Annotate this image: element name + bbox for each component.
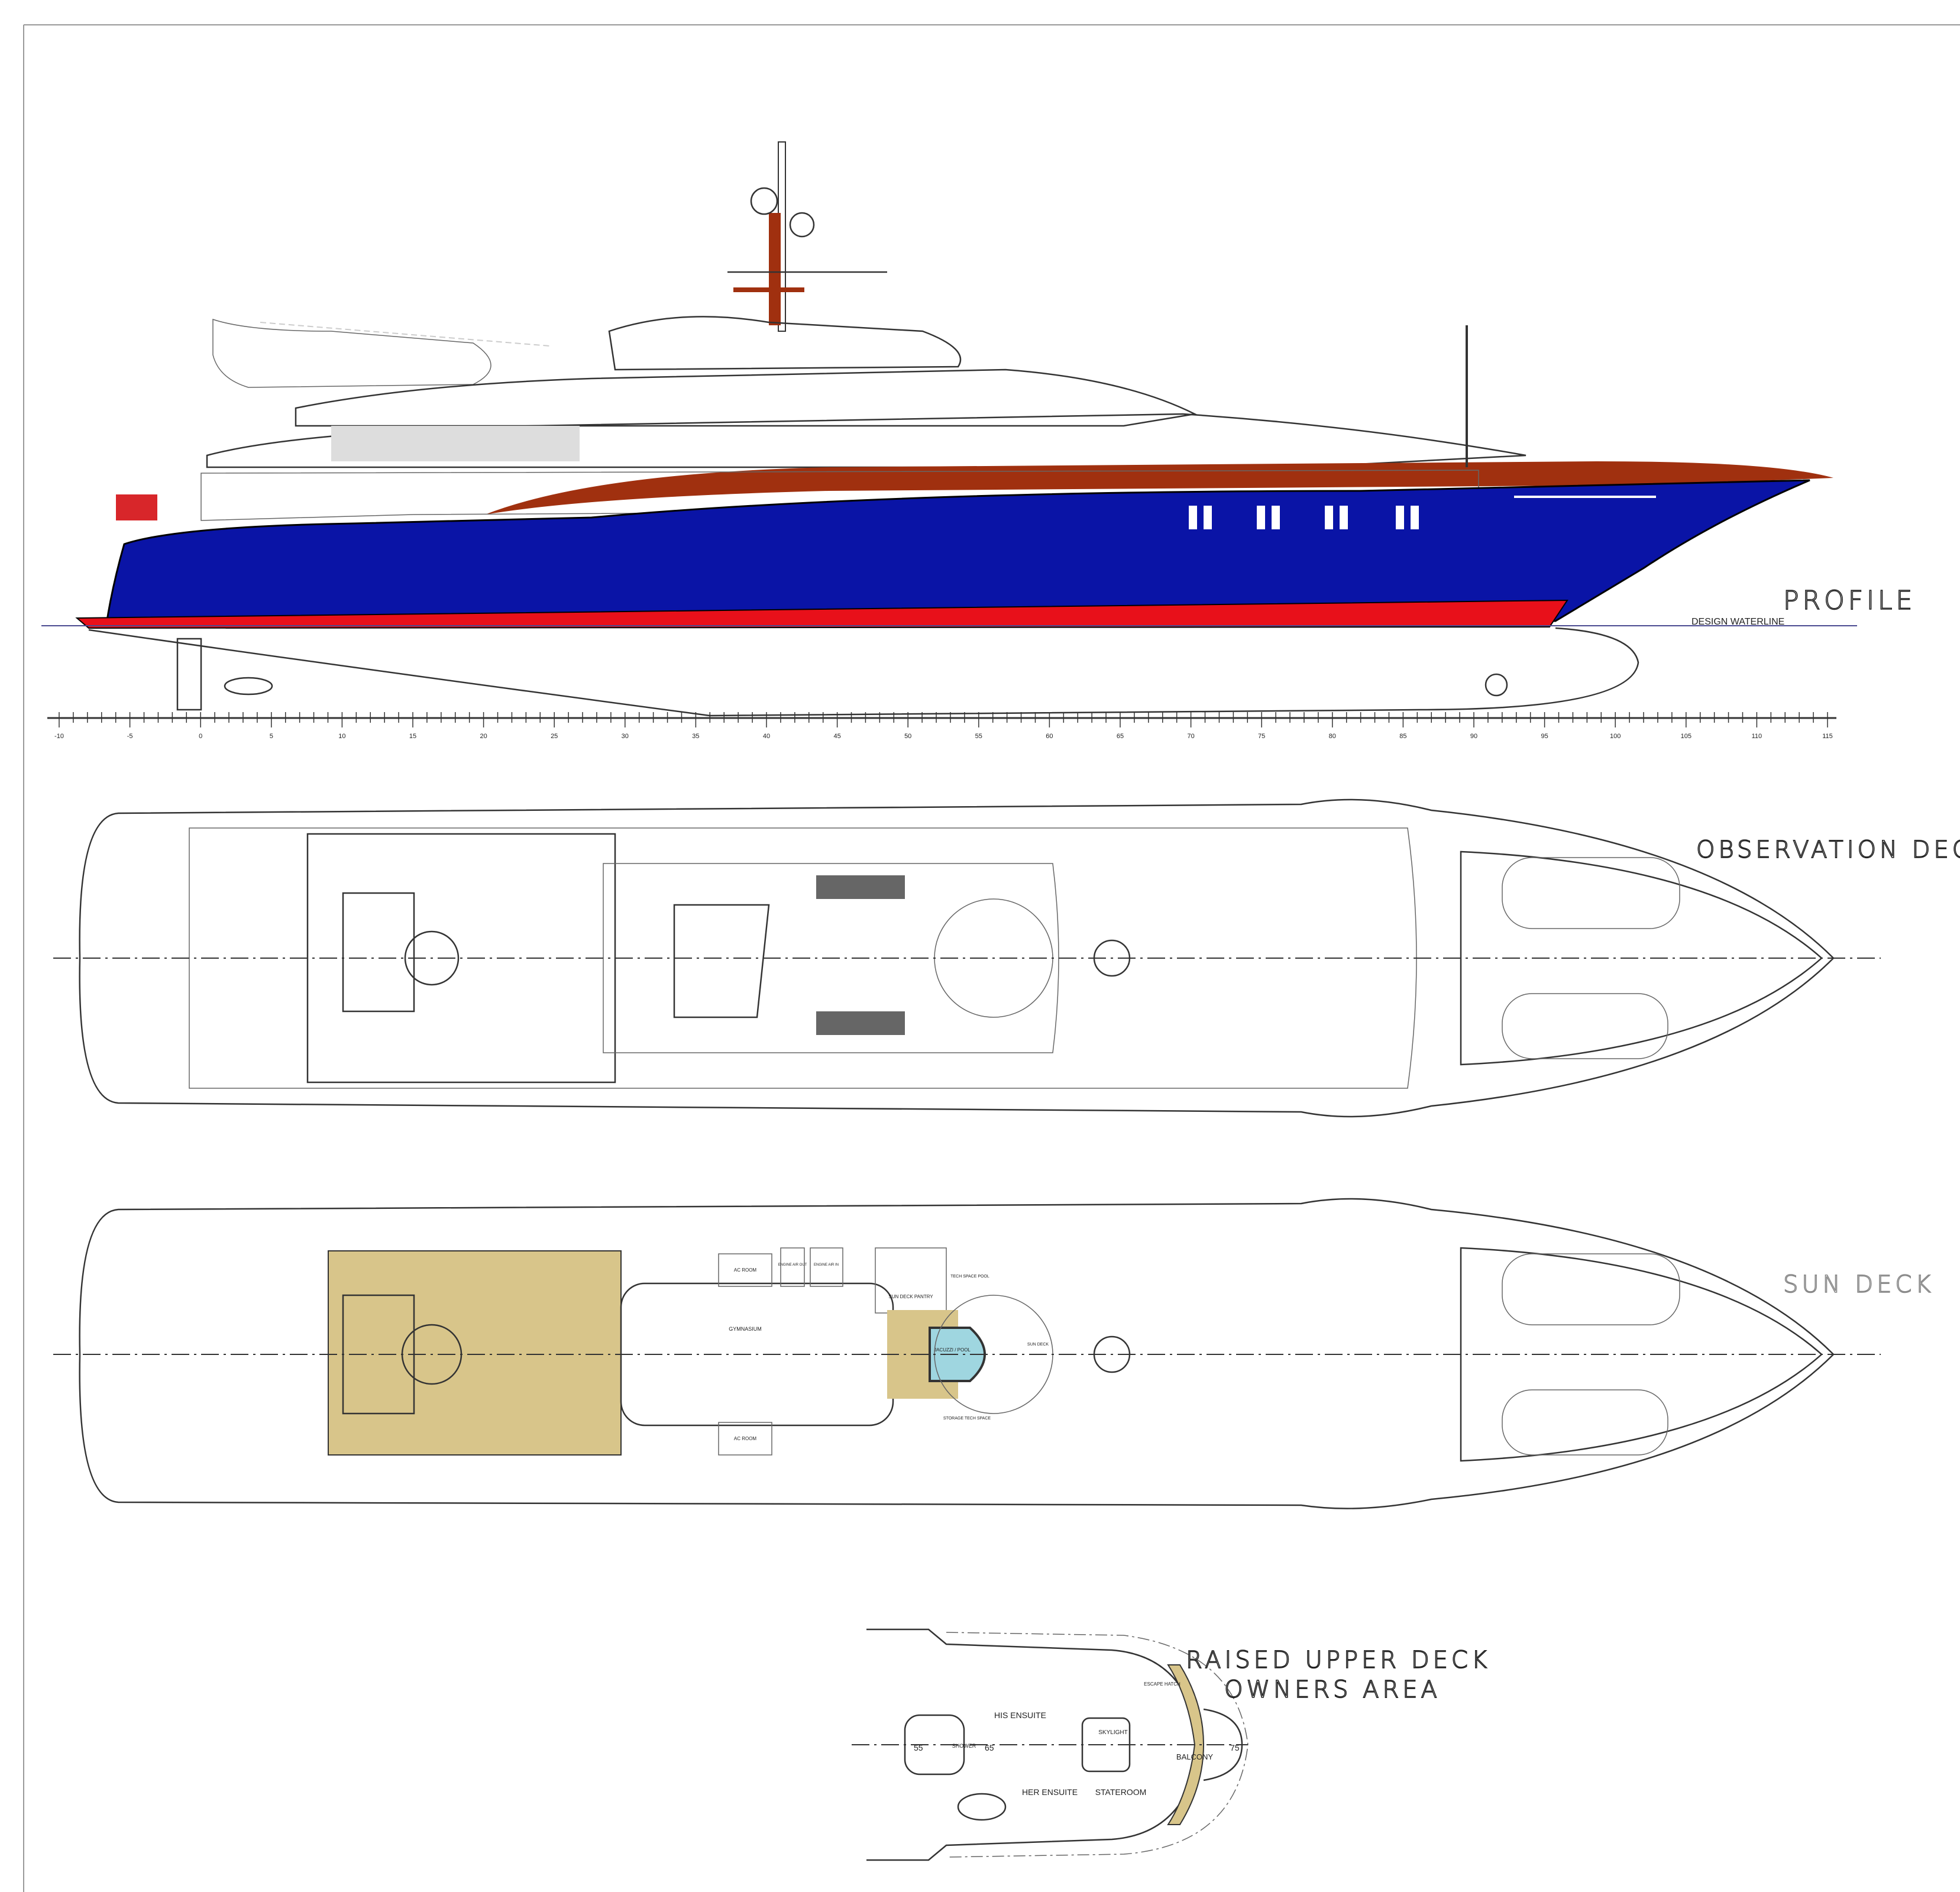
tender xyxy=(1502,857,1680,929)
sunpad xyxy=(816,875,905,899)
frame-label: 75 xyxy=(1230,1743,1240,1752)
bridge-deck xyxy=(295,368,1197,427)
ac-room xyxy=(718,1422,772,1456)
aft-teak-deck xyxy=(328,1250,622,1456)
observation-deck-title: OBSERVATION DECK xyxy=(1696,836,1960,863)
sun-deck-view: GYMNASIUM AC ROOM AC ROOM ENGINE AIR OUT… xyxy=(53,1198,1935,1509)
frame-scale-label: 110 xyxy=(1752,733,1762,740)
design-waterline-label: DESIGN WATERLINE xyxy=(1691,617,1784,627)
ac-room xyxy=(718,1253,772,1287)
spa-tub xyxy=(404,930,460,986)
frame-scale: -10 -5 0 5 10 15 20 25 30 35 40 45 50 55 60 65 70 75 80 85 9… xyxy=(54,712,1833,740)
ensign-flag-icon xyxy=(116,494,157,520)
mast-base xyxy=(673,904,770,1018)
bow-thruster-icon xyxy=(1484,673,1508,697)
tender xyxy=(1502,993,1668,1059)
frame-scale-label: -10 xyxy=(54,733,64,740)
room-label-shower: SHOWER xyxy=(952,1743,976,1749)
frame-scale-label: 65 xyxy=(1117,733,1124,740)
frame-scale-label: 70 xyxy=(1187,733,1194,740)
frame-scale-label: 45 xyxy=(833,733,840,740)
upper-windows xyxy=(331,426,580,461)
observation-deck-inner xyxy=(189,827,1417,1089)
accent-stripe xyxy=(485,461,1833,515)
tender xyxy=(1502,1253,1680,1325)
room-label-pantry: SUN DECK PANTRY xyxy=(888,1294,933,1299)
owners-area-title: OWNERS AREA xyxy=(1224,1676,1441,1703)
frame-scale-label: 60 xyxy=(1046,733,1053,740)
room-label-engine-air-in: ENGINE AIR IN xyxy=(814,1263,839,1267)
rotor xyxy=(260,322,551,347)
engine-air-out xyxy=(780,1247,805,1287)
frame-scale-label: 90 xyxy=(1470,733,1477,740)
profile-view: DESIGN WATERLINE PROFILE -10 -5 0 5 10 15 20 25… xyxy=(41,141,1916,740)
frame-scale-label: 20 xyxy=(480,733,487,740)
balcony-teak xyxy=(1167,1664,1205,1825)
room-label-stateroom: STATEROOM xyxy=(1095,1787,1147,1797)
radar-mast xyxy=(727,141,887,332)
frame-scale-label: -5 xyxy=(127,733,133,740)
room-label-his-ensuite: HIS ENSUITE xyxy=(994,1710,1046,1720)
frame-scale-label: 75 xyxy=(1258,733,1265,740)
frame-scale-label: 10 xyxy=(338,733,345,740)
sun-deck-pantry xyxy=(875,1247,947,1314)
room-label-balcony: BALCONY xyxy=(1176,1752,1213,1761)
propeller-rudder xyxy=(176,638,273,711)
helicopter-outline xyxy=(212,318,491,388)
frame-scale-label: 80 xyxy=(1329,733,1336,740)
profile-title: PROFILE xyxy=(1783,586,1916,616)
frame-scale-label: 0 xyxy=(199,733,202,740)
observation-lounge xyxy=(603,863,1059,1053)
frame-scale-label: 50 xyxy=(904,733,911,740)
frame-scale-label: 115 xyxy=(1822,733,1833,740)
room-label-gym: GYMNASIUM xyxy=(729,1326,762,1332)
room-label-ac-room: AC ROOM xyxy=(734,1267,757,1273)
raised-upper-deck-view: HIS ENSUITE HER ENSUITE STATEROOM SKYLIG… xyxy=(852,1628,1490,1861)
room-label-sun-deck: SUN DECK xyxy=(1027,1343,1049,1347)
room-label-her-ensuite: HER ENSUITE xyxy=(1022,1787,1078,1797)
room-label-storage: STORAGE TECH SPACE xyxy=(943,1416,991,1421)
frame-scale-label: 85 xyxy=(1399,733,1406,740)
bathtub xyxy=(957,1793,1007,1821)
room-label-escape-hatch: ESCAPE HATCH xyxy=(1144,1681,1180,1687)
tender xyxy=(1502,1389,1668,1456)
frame-scale-label: 25 xyxy=(551,733,558,740)
engine-air-in xyxy=(810,1247,843,1287)
frame-scale-label: 5 xyxy=(270,733,273,740)
upper-deck xyxy=(206,413,1526,468)
sun-deck-title: SUN DECK xyxy=(1783,1271,1935,1298)
frame-scale-label: 95 xyxy=(1541,733,1548,740)
observation-deck-outline xyxy=(79,798,1835,1118)
sky-lounge xyxy=(608,316,962,371)
room-label-tech-pool: TECH SPACE POOL xyxy=(950,1275,989,1279)
room-label-ac-room: AC ROOM xyxy=(734,1436,757,1441)
frame-label: 65 xyxy=(985,1743,994,1752)
sunpad xyxy=(816,1011,905,1035)
helipad-hatch xyxy=(342,892,415,1013)
raised-upper-deck-title: RAISED UPPER DECK xyxy=(1186,1647,1490,1674)
frame-scale-label: 100 xyxy=(1610,733,1621,740)
hull xyxy=(105,479,1810,625)
boot-top xyxy=(75,599,1568,629)
frame-scale-label: 55 xyxy=(975,733,982,740)
underwater-hull xyxy=(88,627,1639,717)
helipad-area xyxy=(306,833,616,1084)
frame-scale-label: 105 xyxy=(1681,733,1691,740)
frame-scale-label: 30 xyxy=(622,733,629,740)
observation-deck-view: OBSERVATION DECK xyxy=(53,798,1960,1118)
frame-label: 55 xyxy=(914,1743,923,1752)
frame-scale-label: 35 xyxy=(692,733,699,740)
frame-scale-label: 40 xyxy=(763,733,770,740)
hull-windows xyxy=(1189,506,1419,529)
frame-scale-label: 15 xyxy=(409,733,416,740)
room-label-skylight: SKYLIGHT xyxy=(1098,1729,1127,1736)
room-label-pool: JACUZZI / POOL xyxy=(934,1347,971,1353)
sun-deck-outline xyxy=(79,1198,1835,1509)
room-label-engine-air-out: ENGINE AIR OUT xyxy=(778,1263,807,1267)
